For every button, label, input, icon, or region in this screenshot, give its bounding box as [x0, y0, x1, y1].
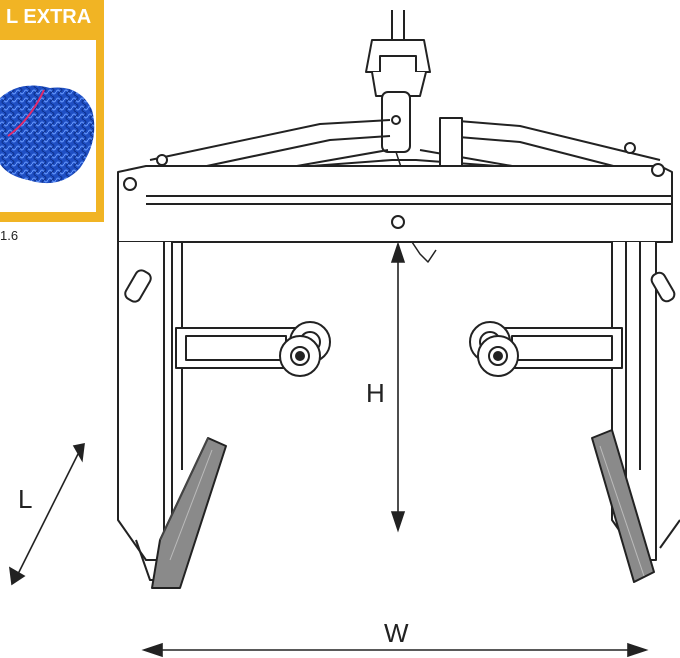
lifting-hook: [365, 10, 431, 201]
product-inset-caption: 1.6: [0, 228, 19, 243]
length-label: L: [18, 484, 32, 514]
product-inset-image-area: [0, 40, 96, 212]
right-roller-assembly: [469, 321, 623, 377]
main-beam: [117, 163, 673, 263]
height-label: H: [366, 378, 385, 408]
height-arrow-up: [390, 241, 406, 263]
height-arrow-down: [390, 511, 406, 533]
dimension-arrows: [9, 241, 649, 658]
blue-net-image: [0, 85, 95, 184]
length-dimension-line: [15, 449, 81, 579]
width-arrow-left: [141, 642, 163, 658]
left-roller-assembly: [175, 321, 331, 377]
width-label: W: [384, 618, 409, 648]
right-clamp-pad: [591, 429, 680, 583]
length-arrow-down: [9, 566, 26, 586]
left-clamp-pad: [151, 437, 227, 589]
width-arrow-right: [627, 642, 649, 658]
length-arrow-up: [72, 442, 85, 463]
product-inset-title: L EXTRA: [6, 6, 92, 28]
